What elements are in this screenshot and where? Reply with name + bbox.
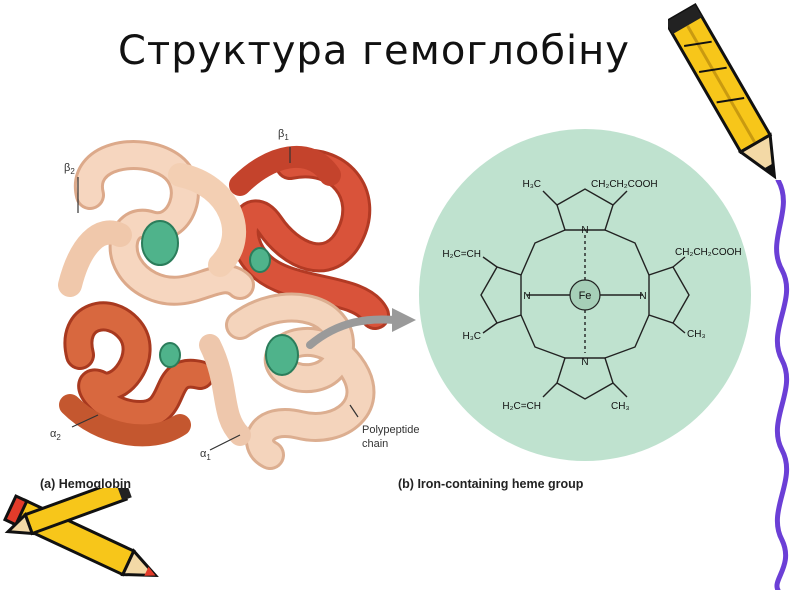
caption-b-text: Iron-containing heme group: [417, 477, 584, 491]
svg-text:N: N: [639, 291, 646, 302]
svg-text:Fe: Fe: [579, 290, 592, 302]
purple-squiggle-icon: [774, 180, 790, 590]
svg-text:β1: β1: [278, 128, 289, 142]
heme-disc-icons: [141, 220, 299, 376]
svg-text:β2: β2: [64, 162, 75, 176]
hemoglobin-illustration: β1 β2 α2 α1 Polypeptide chain: [50, 128, 420, 470]
svg-text:H₃C: H₃C: [462, 331, 481, 342]
svg-text:H₃C: H₃C: [522, 179, 541, 190]
svg-text:N: N: [581, 357, 588, 368]
svg-text:N: N: [581, 225, 588, 236]
svg-text:H₂C=CH: H₂C=CH: [442, 249, 481, 260]
svg-text:Polypeptide: Polypeptide: [362, 424, 420, 436]
svg-text:CH₃: CH₃: [611, 401, 630, 412]
caption-b: (b) Iron-containing heme group: [398, 477, 583, 491]
svg-text:CH₃: CH₃: [687, 329, 706, 340]
svg-text:N: N: [523, 291, 530, 302]
svg-text:CH₂CH₂COOH: CH₂CH₂COOH: [675, 247, 742, 258]
pencil-icon: [2, 488, 159, 578]
svg-text:H₂C=CH: H₂C=CH: [502, 401, 541, 412]
arrow-icon: [306, 308, 416, 349]
pencil-icon: [668, 3, 777, 180]
slide-title: Структура гемоглобіну: [118, 28, 630, 74]
heme-group-diagram: Fe N N N N H₃C CH₂CH₂COOH H₂C=CH H₃C CH₂…: [419, 129, 751, 461]
caption-b-letter: (b): [398, 477, 414, 491]
svg-text:α1: α1: [200, 448, 211, 462]
caption-a-letter: (a): [40, 477, 56, 491]
svg-text:chain: chain: [362, 438, 388, 450]
svg-text:CH₂CH₂COOH: CH₂CH₂COOH: [591, 179, 658, 190]
svg-text:α2: α2: [50, 428, 61, 442]
